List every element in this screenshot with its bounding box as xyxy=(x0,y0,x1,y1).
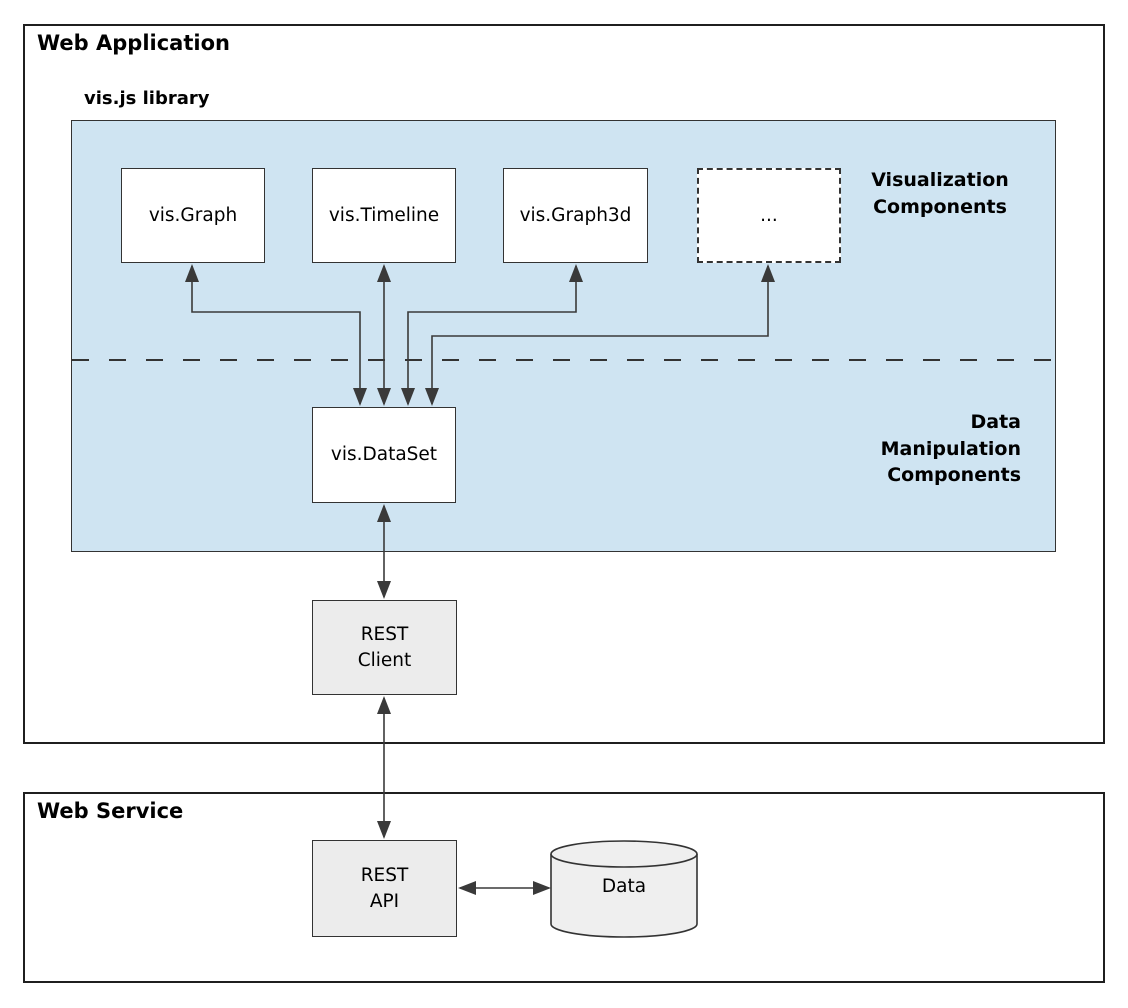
node-rest-client: REST Client xyxy=(312,600,457,695)
node-more-components: ... xyxy=(697,168,841,263)
web-application-title: Web Application xyxy=(37,31,230,55)
node-vis-dataset: vis.DataSet xyxy=(312,407,456,503)
data-manipulation-components-label: Data Manipulation Components xyxy=(880,411,1021,486)
node-vis-timeline: vis.Timeline xyxy=(312,168,456,263)
web-service-title: Web Service xyxy=(37,799,184,823)
data-store-label: Data xyxy=(601,876,647,897)
node-vis-graph: vis.Graph xyxy=(121,168,265,263)
web-application-container xyxy=(23,24,1105,744)
node-rest-api: REST API xyxy=(312,840,457,937)
visualization-components-label: Visualization Components xyxy=(871,169,1009,218)
node-vis-graph3d: vis.Graph3d xyxy=(503,168,648,263)
database-cylinder-icon xyxy=(550,840,698,938)
vis-library-title: vis.js library xyxy=(84,88,210,109)
web-service-container xyxy=(23,792,1105,983)
